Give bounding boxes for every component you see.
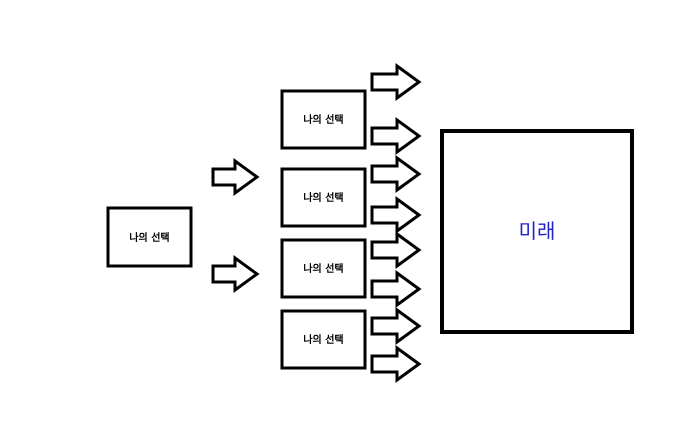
choice-label: 나의 선택	[303, 113, 343, 126]
root-arrows	[211, 158, 260, 293]
choice-box	[280, 89, 367, 150]
choice-label: 나의 선택	[303, 262, 343, 275]
choice-box	[280, 167, 367, 228]
choice-label: 나의 선택	[303, 333, 343, 346]
arrow-icon	[370, 155, 422, 193]
arrow-icon	[211, 255, 260, 293]
arrow-icon	[370, 307, 422, 345]
arrow-icon	[370, 63, 422, 101]
arrow-icon	[370, 270, 422, 308]
arrow-icon	[370, 117, 422, 155]
arrow-icon	[370, 196, 422, 234]
outgoing-arrows	[370, 63, 422, 383]
arrow-icon	[370, 231, 422, 269]
choice-box	[280, 309, 367, 370]
future-node: 미래	[440, 129, 634, 334]
root-choice-box	[106, 206, 193, 268]
arrow-icon	[370, 345, 422, 383]
choice-node-2: 나의 선택	[280, 167, 367, 228]
choice-node-1: 나의 선택	[280, 89, 367, 150]
choice-node-3: 나의 선택	[280, 238, 367, 299]
arrow-icon	[211, 158, 260, 196]
root-choice-node: 나의 선택	[106, 206, 193, 268]
root-choice-label: 나의 선택	[129, 231, 169, 244]
future-box	[440, 129, 634, 334]
choice-label: 나의 선택	[303, 191, 343, 204]
choice-node-4: 나의 선택	[280, 309, 367, 370]
future-label: 미래	[519, 219, 556, 243]
choice-box	[280, 238, 367, 299]
